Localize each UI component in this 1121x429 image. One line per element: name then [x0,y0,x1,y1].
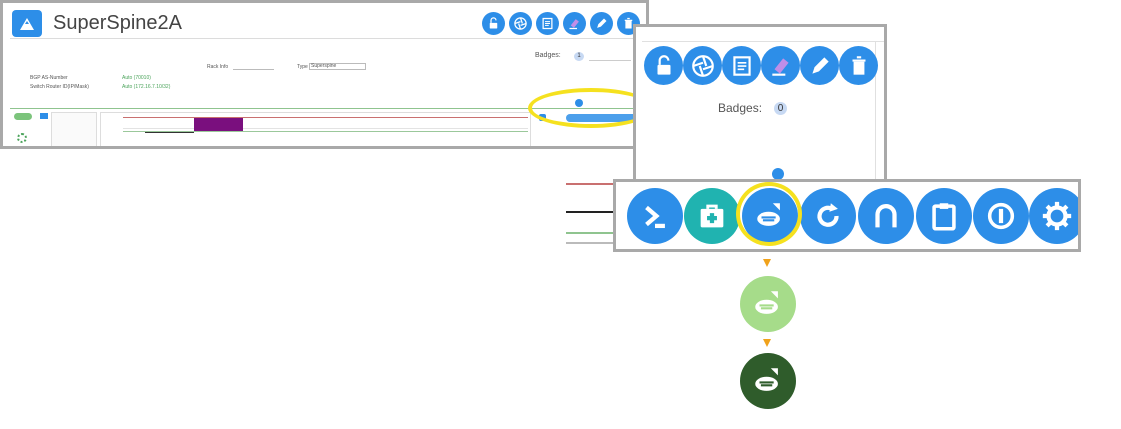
badges-label-zoom: Badges: [718,101,763,115]
clipboard-icon [932,203,956,231]
panel-bottom-line [10,148,642,149]
unlock-icon [489,17,498,29]
aperture-button[interactable] [509,12,532,35]
disk-file-icon [755,291,778,314]
aperture-button-zoom[interactable] [683,46,722,85]
settings-gear-icon [1042,201,1072,231]
graph-line-red [123,117,528,118]
action-toolbar-zoomed [613,179,1081,252]
delete-button-zoom[interactable] [839,46,878,85]
arch-icon [875,204,897,228]
eraser-button-zoom[interactable] [761,46,800,85]
graph-fragment-red [566,183,613,185]
pencil-icon [811,56,829,74]
monitor-icon [40,113,48,119]
sync-icon [17,133,27,143]
aperture-icon [691,54,714,77]
badges-label: Badges: [535,52,561,59]
notes-icon [542,17,553,30]
device-screenshot-small: SuperSpine2A Badges: 1 Rack Info Type Su… [0,0,649,149]
unlock-icon [657,54,670,75]
refresh-icon [817,203,839,227]
edit-button[interactable] [590,12,613,35]
zoom-panel: Badges: 0 [633,24,887,190]
power-icon [987,202,1015,230]
eraser-icon [569,19,579,30]
medical-kit-icon [700,204,724,228]
terminal-button[interactable] [627,188,683,244]
disk-file-icon [755,368,778,391]
graph-bar-purple [194,118,243,131]
badges-count[interactable]: 1 [574,52,584,61]
terminal-icon [645,205,665,229]
graph-fragment-green [566,232,613,234]
refresh-button[interactable] [800,188,856,244]
expand-icon-zoom[interactable] [772,168,784,180]
edit-button-zoom[interactable] [800,46,839,85]
rack-info-input[interactable] [233,63,274,70]
eraser-button[interactable] [563,12,586,35]
arrow-down-icon [763,339,771,347]
device-logo-icon [12,10,42,37]
trash-icon [624,17,633,29]
highlight-ring [736,182,802,246]
config-file-state-dark [740,353,796,409]
notes-icon [732,55,751,76]
pencil-icon [597,18,607,28]
clipboard-button[interactable] [916,188,972,244]
zoom-right-divider [875,41,876,187]
badges-count-zoom[interactable]: 0 [774,102,787,115]
graph-line-black [145,132,194,133]
health-check-button[interactable] [684,188,740,244]
badges-underline [589,60,631,61]
type-select[interactable]: Superspine [309,63,366,70]
router-id-label: Switch Router ID(IP/Mask) [30,84,89,90]
graph-fragment-gray [566,242,613,244]
unlock-button-zoom[interactable] [644,46,683,85]
notes-button-zoom[interactable] [722,46,761,85]
port-detail-card [51,112,97,146]
rack-info-label: Rack Info [207,64,229,70]
graph-fragment-black [566,211,613,213]
header-divider [10,38,642,39]
zoom-top-divider [642,41,884,42]
graph-line-gray [123,128,528,129]
settings-button[interactable] [1029,188,1078,244]
bgp-value[interactable]: Auto (70010) [122,75,151,81]
notes-button[interactable] [536,12,559,35]
config-file-state-light [740,276,796,332]
type-label: Type [297,64,308,70]
arch-button[interactable] [858,188,914,244]
arrow-down-icon [763,259,771,267]
trash-icon [852,55,865,75]
aperture-icon [514,17,527,30]
graph-line-green [123,131,528,132]
status-pill [14,113,32,120]
unlock-button[interactable] [482,12,505,35]
power-button[interactable] [973,188,1029,244]
eraser-icon [771,57,789,76]
port-graph [100,112,531,146]
bgp-label: BGP AS-Number [30,75,68,81]
router-id-value[interactable]: Auto (172.16.7.10/32) [122,84,171,90]
device-title: SuperSpine2A [53,12,182,34]
